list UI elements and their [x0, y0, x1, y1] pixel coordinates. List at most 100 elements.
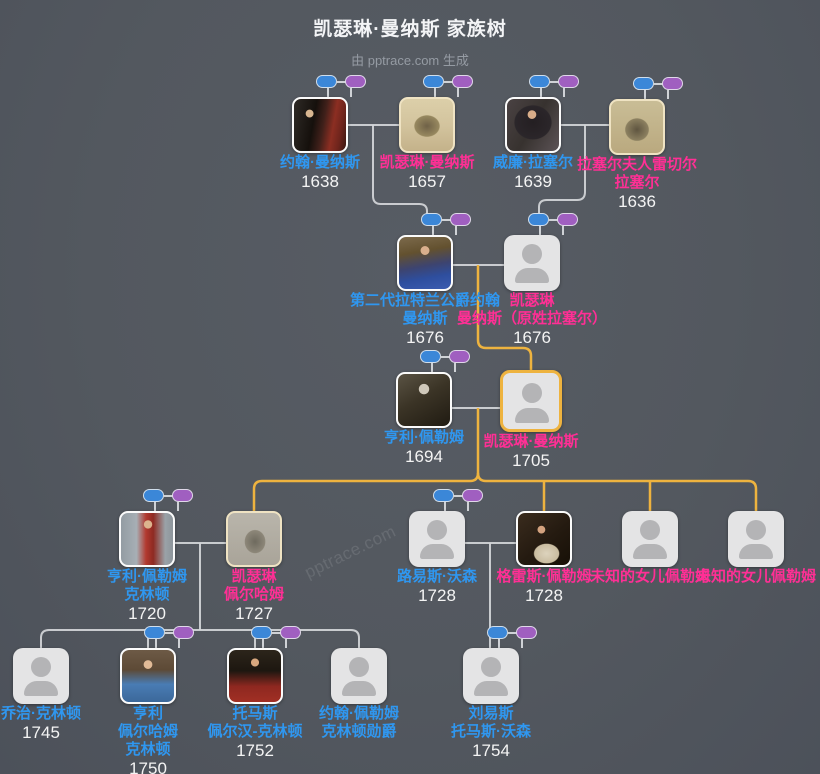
birth-year: 1676	[513, 328, 551, 347]
birth-year: 1752	[236, 741, 274, 760]
header: 凯瑟琳·曼纳斯 家族树 由 pptrace.com 生成	[0, 0, 820, 69]
portrait-image[interactable]	[119, 511, 175, 567]
birth-year: 1754	[472, 741, 510, 760]
pill-connector	[440, 356, 450, 358]
father-pill[interactable]	[316, 75, 337, 88]
person-label: 刘易斯 托马斯·沃森 1754	[341, 706, 641, 759]
portrait-image[interactable]	[120, 648, 176, 704]
pill-connector	[443, 81, 453, 83]
parent-pills	[423, 75, 473, 97]
birth-year: 1705	[512, 451, 550, 470]
father-pill[interactable]	[251, 626, 272, 639]
portrait-image[interactable]	[609, 99, 665, 155]
father-pill[interactable]	[143, 489, 164, 502]
parent-pills	[421, 213, 471, 235]
father-pill[interactable]	[420, 350, 441, 363]
person-label: 未知的女儿佩勒姆	[695, 568, 816, 585]
parent-pills	[528, 213, 578, 235]
parent-pills	[143, 489, 193, 511]
mother-pill[interactable]	[450, 213, 471, 226]
birth-year: 1636	[618, 192, 656, 211]
page-title: 凯瑟琳·曼纳斯 家族树	[313, 19, 507, 40]
person-placeholder-icon[interactable]	[728, 511, 784, 567]
birth-year: 1750	[129, 759, 167, 774]
person-placeholder-icon[interactable]	[504, 235, 560, 291]
father-pill[interactable]	[528, 213, 549, 226]
mother-pill[interactable]	[516, 626, 537, 639]
pill-connector	[453, 495, 463, 497]
pill-connector	[653, 83, 663, 85]
mother-pill[interactable]	[662, 77, 683, 90]
person-label: 约翰·佩勒姆 克林顿勋爵	[319, 705, 399, 740]
person-label: 亨利·佩勒姆 克林顿 1720	[0, 569, 297, 622]
portrait-image[interactable]	[399, 97, 455, 153]
portrait-image[interactable]	[227, 648, 283, 704]
pill-connector	[164, 632, 174, 634]
parent-pills	[529, 75, 579, 97]
portrait-image[interactable]	[397, 235, 453, 291]
birth-year: 1657	[408, 172, 446, 191]
birth-year: 1727	[235, 604, 273, 623]
person-placeholder-icon[interactable]	[409, 511, 465, 567]
birth-year: 1638	[301, 172, 339, 191]
person-placeholder-icon[interactable]	[500, 370, 562, 432]
person-placeholder-icon[interactable]	[622, 511, 678, 567]
mother-pill[interactable]	[452, 75, 473, 88]
birth-year: 1639	[514, 172, 552, 191]
father-pill[interactable]	[423, 75, 444, 88]
parent-pills	[487, 626, 537, 648]
father-pill[interactable]	[144, 626, 165, 639]
pill-connector	[441, 219, 451, 221]
portrait-image[interactable]	[292, 97, 348, 153]
mother-pill[interactable]	[345, 75, 366, 88]
mother-pill[interactable]	[558, 75, 579, 88]
person-label: 凯瑟琳 曼纳斯（原姓拉塞尔） 1676	[382, 293, 682, 346]
pill-connector	[163, 495, 173, 497]
birth-year: 1728	[525, 586, 563, 605]
father-pill[interactable]	[529, 75, 550, 88]
pill-connector	[336, 81, 346, 83]
page-subtitle: 由 pptrace.com 生成	[351, 53, 469, 68]
mother-pill[interactable]	[462, 489, 483, 502]
father-pill[interactable]	[421, 213, 442, 226]
person-label: 凯瑟琳 佩尔哈姆 1727	[104, 569, 404, 622]
mother-pill[interactable]	[280, 626, 301, 639]
birth-year: 1694	[405, 447, 443, 466]
father-pill[interactable]	[487, 626, 508, 639]
portrait-image[interactable]	[396, 372, 452, 428]
person-label: 拉塞尔夫人雷切尔 拉塞尔 1636	[487, 157, 787, 210]
highlighted-lineage-lines	[252, 265, 758, 512]
mother-pill[interactable]	[557, 213, 578, 226]
person-placeholder-icon[interactable]	[13, 648, 69, 704]
birth-year: 1728	[418, 586, 456, 605]
person-label: 凯瑟琳·曼纳斯 1657	[277, 155, 577, 190]
person-label: 凯瑟琳·曼纳斯 1705	[381, 434, 681, 469]
parent-pills	[144, 626, 194, 648]
parent-pills	[251, 626, 301, 648]
person-label: 乔治·克林顿 1745	[0, 706, 191, 741]
birth-year: 1720	[128, 604, 166, 623]
parent-pills	[420, 350, 470, 372]
portrait-image[interactable]	[516, 511, 572, 567]
mother-pill[interactable]	[173, 626, 194, 639]
mother-pill[interactable]	[449, 350, 470, 363]
mother-pill[interactable]	[172, 489, 193, 502]
person-placeholder-icon[interactable]	[331, 648, 387, 704]
pill-connector	[271, 632, 281, 634]
person-placeholder-icon[interactable]	[463, 648, 519, 704]
person-label: 亨利·佩勒姆 1694	[274, 430, 574, 465]
father-pill[interactable]	[433, 489, 454, 502]
person-label: 路易斯·沃森 1728	[287, 569, 587, 604]
portrait-image[interactable]	[505, 97, 561, 153]
person-label: 第二代拉特兰公爵约翰 曼纳斯 1676	[275, 293, 575, 346]
pill-connector	[549, 81, 559, 83]
pill-connector	[548, 219, 558, 221]
parent-pills	[633, 77, 683, 99]
father-pill[interactable]	[633, 77, 654, 90]
birth-year: 1676	[406, 328, 444, 347]
portrait-image[interactable]	[226, 511, 282, 567]
parent-pills	[433, 489, 483, 511]
birth-year: 1745	[22, 723, 60, 742]
person-label: 格雷斯·佩勒姆 1728	[394, 569, 694, 604]
